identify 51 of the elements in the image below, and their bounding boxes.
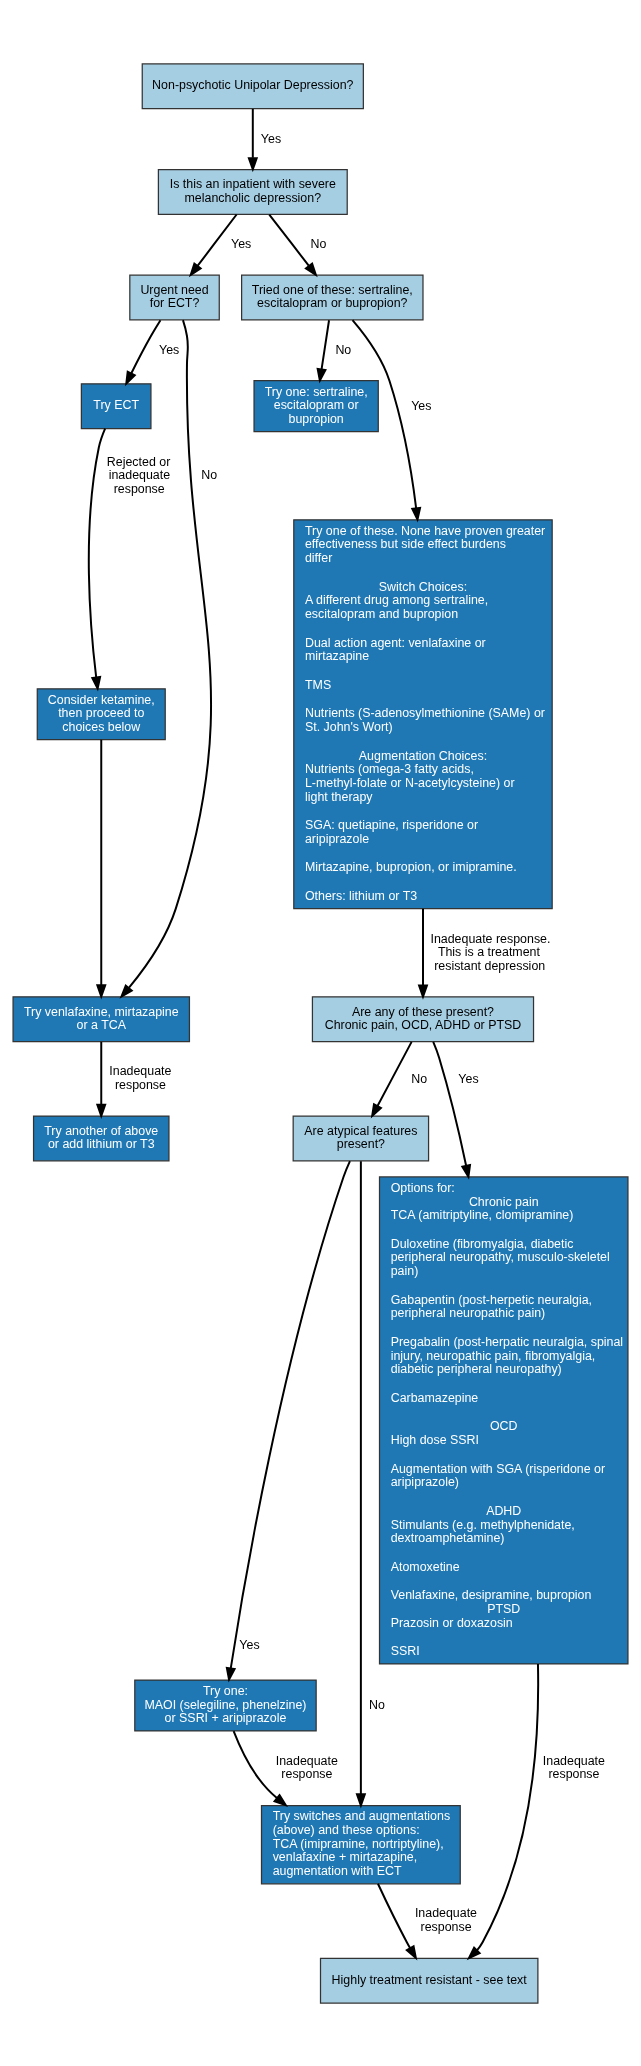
node-box: Are any of these present? Chronic pain, OCD, ADHD or PTSD: [311, 995, 535, 1042]
arrow: [232, 1729, 289, 1807]
edge-label: Rejected or inadequate response: [106, 454, 171, 496]
arrow: [124, 318, 162, 386]
arrow: [247, 107, 259, 172]
edge-label: Inadequate response. This is a treatment resistant depression: [430, 931, 551, 973]
node-box: Urgent need for ECT?: [129, 274, 220, 320]
edge-label: Inadequate response: [414, 1905, 477, 1934]
node-box: Consider ketamine, then proceed to choices below: [36, 687, 166, 740]
edge-label: No: [335, 342, 352, 357]
arrow: [351, 318, 422, 522]
arrow: [268, 213, 318, 277]
node-box: Try one of these. None have proven greater effectiveness but side effect burdens differ Switch Choices: A different drug among sertraline, escitalopram and bupropion Dual action agent: venlafaxine or mirtazapine TMS Nutrients (S-adenosylmethionine (SAMe) or St. John's Wort) Augmentation Choices: Nutrients (omega-3 fatty acids, L-methyl-folate or N-acetylcysteine) or light therapy SGA: quetiapine, risperidone or aripiprazole Mirtazapine, bupropion, or imipramine. Others: lithium or T3: [293, 518, 553, 909]
node-box: Try one: MAOI (selegiline, phenelzine) or SSRI + aripiprazole: [134, 1678, 317, 1732]
edge-label: Inadequate response: [542, 1753, 605, 1781]
node-box: Try venlafaxine, mirtazapine or a TCA: [12, 995, 191, 1042]
node-box: Is this an inpatient with severe melancholic depression?: [157, 168, 348, 215]
edge-label: Inadequate response: [109, 1063, 172, 1092]
node-box: Highly treatment resistant - see text: [319, 1957, 539, 2004]
edge-label: No: [368, 1697, 385, 1712]
arrow: [466, 1662, 540, 1960]
arrow: [376, 1882, 418, 1961]
arrow: [432, 1040, 472, 1180]
edge-label: No: [310, 236, 327, 251]
arrow: [87, 427, 107, 692]
arrow: [355, 1159, 367, 1808]
edge-label: Yes: [458, 1071, 479, 1086]
node-box: Options for: Chronic pain TCA (amitriptyline, clomipramine) Duloxetine (fibromyalgia, diabetic peripheral neuropathy, musculo-skeletel pain) Gabapentin (post-herpetic neuralgia, peripheral neuropathic pain) Pregabalin (post-herpatic neuralgia, spinal injury, neuropathic pain, fibromyalgia, diabetic peripheral neuropathy) Carbamazepine OCD High dose SSRI Augmentation with SGA (risperidone or aripiprazole) ADHD Stimulants (e.g. methylphenidate, dextroamphetamine) Atomoxetine Venlafaxine, desipramine, bupropion PTSD Prazosin or doxazosin SSRI: [378, 1175, 629, 1665]
edge-label: Yes: [411, 398, 432, 413]
edge-label: Inadequate response: [275, 1753, 338, 1781]
arrow: [119, 318, 212, 999]
arrow: [316, 318, 331, 383]
edge-label: No: [201, 467, 218, 482]
arrow: [370, 1040, 413, 1119]
node-box: Non-psychotic Unipolar Depression?: [141, 62, 364, 109]
node-box: Try another of above or add lithium or T3: [32, 1115, 170, 1161]
edge-label: No: [411, 1071, 428, 1086]
node-box: Are atypical features present?: [292, 1115, 430, 1161]
edge-label: Yes: [231, 236, 252, 251]
node-box: Try switches and augmentations (above) and these options: TCA (imipramine, nortriptyline), venlafaxine + mirtazapine, augmentation with ECT: [260, 1804, 461, 1884]
node-box: Tried one of these: sertraline, escitalopram or bupropion?: [241, 274, 424, 320]
arrow: [95, 738, 107, 999]
node-box: Try ECT: [80, 382, 152, 429]
arrow: [188, 213, 238, 277]
edge-label: Yes: [260, 131, 282, 146]
arrow: [95, 1040, 107, 1119]
edge-label: Yes: [159, 342, 180, 357]
edge-label: Yes: [239, 1637, 260, 1652]
arrow: [225, 1159, 351, 1683]
arrow: [417, 907, 429, 1000]
node-box: Try one: sertraline, escitalopram or bupropion: [253, 379, 379, 432]
